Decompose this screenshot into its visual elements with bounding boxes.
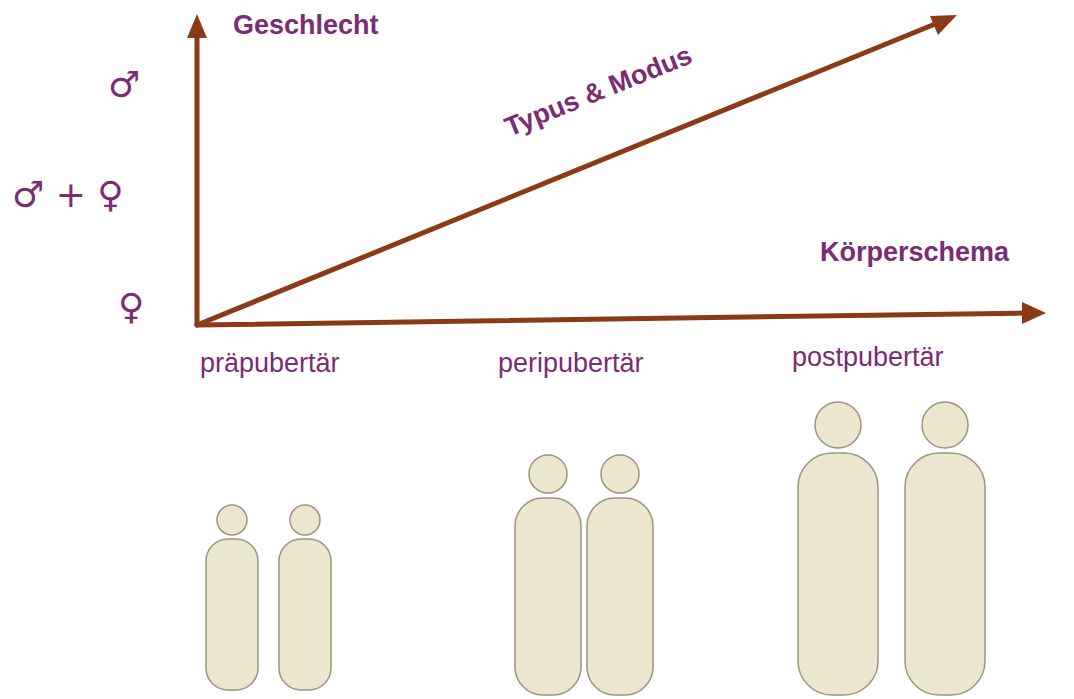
stage-label: peripubertär <box>498 348 644 379</box>
arrowhead <box>1022 302 1046 324</box>
arrowhead <box>930 15 957 35</box>
axis-title: Geschlecht <box>233 10 379 41</box>
stage-label: postpubertär <box>792 342 944 373</box>
axes <box>197 22 1028 325</box>
figure-pictogram <box>279 505 331 690</box>
figures <box>206 402 985 695</box>
axis-title: Körperschema <box>820 237 1009 268</box>
sex-symbol: ♂ <box>108 64 140 105</box>
stage-label: präpubertär <box>200 348 340 379</box>
axis-title: Typus & Modus <box>500 40 696 143</box>
sex-symbol: ♂ + ♀ <box>12 174 124 215</box>
figure-pictogram <box>587 455 653 695</box>
sex-symbol: ♀ <box>118 286 144 327</box>
figure-pictogram <box>206 505 258 690</box>
figure-pictogram <box>515 455 581 695</box>
arrowhead <box>187 14 207 38</box>
diagonal-axis <box>197 22 940 325</box>
arrowheads <box>187 14 1046 324</box>
horizontal-axis <box>197 313 1028 325</box>
figure-pictogram <box>798 402 878 695</box>
vertical-axis <box>195 34 200 325</box>
figure-pictogram <box>905 402 985 695</box>
